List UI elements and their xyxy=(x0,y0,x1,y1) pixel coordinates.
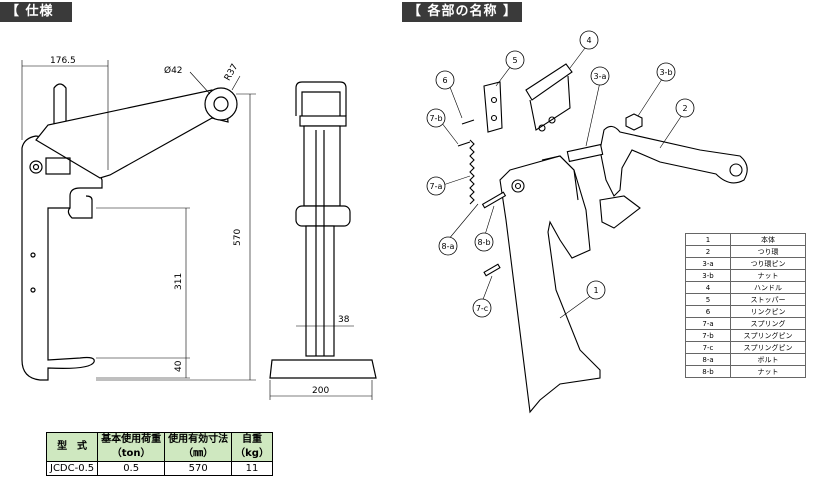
dim-total-height: 570 xyxy=(233,229,243,246)
part-name: つり環 xyxy=(730,245,806,258)
spec-header-load: 基本使用荷重（ton） xyxy=(97,432,166,462)
callout-7a xyxy=(426,176,446,196)
part-number: 2 xyxy=(685,245,731,258)
part-number: 5 xyxy=(685,293,731,306)
callout-3a xyxy=(590,66,610,86)
part-number: 4 xyxy=(685,281,731,294)
callout-label-7a: 7-a xyxy=(430,182,443,191)
spec-weight-value: 11 xyxy=(231,461,273,476)
callout-label-3b: 3-b xyxy=(659,68,672,77)
callout-7c xyxy=(472,298,492,318)
callout-2 xyxy=(675,98,695,118)
part-name: ボルト xyxy=(730,353,806,366)
part-number: 3-a xyxy=(685,257,731,270)
part-number: 7-c xyxy=(685,341,731,354)
callout-8a xyxy=(438,236,458,256)
side-view-drawing xyxy=(21,60,256,381)
part-name: ナット xyxy=(730,269,806,282)
callout-6 xyxy=(435,70,455,90)
callout-label-7c: 7-c xyxy=(476,304,488,313)
part-name: 本体 xyxy=(730,233,806,246)
spec-section-header: 【 仕様 】 xyxy=(0,2,72,39)
front-view-drawing xyxy=(269,81,377,400)
callout-1 xyxy=(586,280,606,300)
callout-7b xyxy=(426,108,446,128)
part-number: 6 xyxy=(685,305,731,318)
part-number: 7-b xyxy=(685,329,731,342)
callout-label-8a: 8-a xyxy=(442,242,455,251)
callout-label-2: 2 xyxy=(682,104,687,113)
part-name: ハンドル xyxy=(730,281,806,294)
dim-bottom: 40 xyxy=(174,360,184,372)
spec-header-weight: 自重（kg） xyxy=(231,432,273,462)
exploded-view-drawing xyxy=(437,43,748,414)
part-number: 8-b xyxy=(685,365,731,378)
part-number: 8-a xyxy=(685,353,731,366)
spec-model-value: JCDC-0.5 xyxy=(45,461,99,476)
part-name: スプリングピン xyxy=(730,341,806,354)
spec-table: 型 式 基本使用荷重（ton） 使用有効寸法（㎜） 自重（kg） JCDC-0.… xyxy=(45,432,273,476)
part-number: 7-a xyxy=(685,317,731,330)
spec-size-value: 570 xyxy=(164,461,233,476)
part-name: ストッパー xyxy=(730,293,806,306)
callout-label-4: 4 xyxy=(586,36,591,45)
part-number: 3-b xyxy=(685,269,731,282)
dim-top-width: 176.5 xyxy=(50,56,76,66)
part-number: 1 xyxy=(685,233,731,246)
callout-label-5: 5 xyxy=(512,56,517,65)
callout-label-7b: 7-b xyxy=(429,114,442,123)
callout-4 xyxy=(579,30,599,50)
spec-header-model: 型 式 xyxy=(45,432,99,462)
part-name: ナット xyxy=(730,365,806,378)
spec-header-size: 使用有効寸法（㎜） xyxy=(164,432,233,462)
callout-3b xyxy=(656,62,676,82)
dim-opening: 311 xyxy=(174,273,184,290)
dim-base-width: 200 xyxy=(312,386,329,396)
parts-section-header: 【 各部の名称 】 xyxy=(402,2,522,22)
part-name: つり環ピン xyxy=(730,257,806,270)
spec-load-value: 0.5 xyxy=(97,461,166,476)
callout-5 xyxy=(505,50,525,70)
part-name: リンクピン xyxy=(730,305,806,318)
spec-data-row: JCDC-0.5 0.5 570 11 xyxy=(45,461,273,476)
spec-header-row: 型 式 基本使用荷重（ton） 使用有効寸法（㎜） 自重（kg） xyxy=(45,432,273,462)
part-name: スプリングピン xyxy=(730,329,806,342)
callout-label-6: 6 xyxy=(442,76,447,85)
callout-label-3a: 3-a xyxy=(594,72,607,81)
callout-8b xyxy=(474,232,494,252)
part-name: スプリング xyxy=(730,317,806,330)
dim-diameter: Ø42 xyxy=(164,65,183,76)
callout-label-1: 1 xyxy=(593,286,598,295)
dim-thickness: 38 xyxy=(338,315,350,325)
callout-label-8b: 8-b xyxy=(477,238,490,247)
